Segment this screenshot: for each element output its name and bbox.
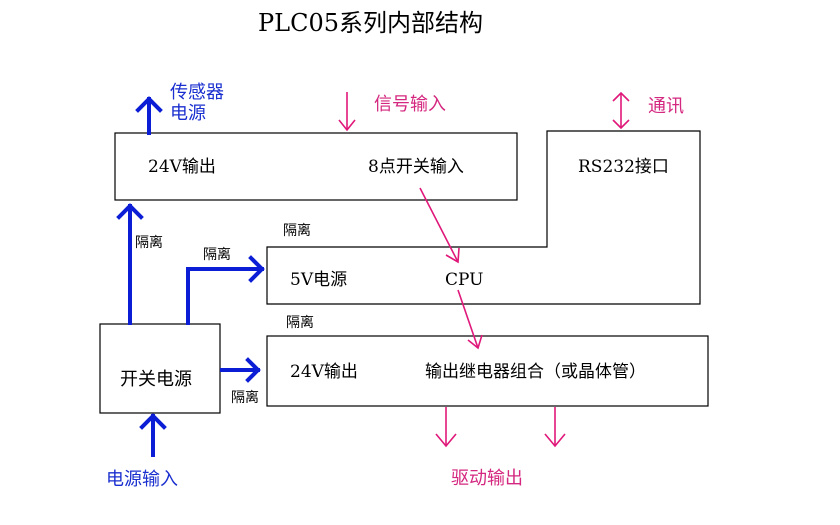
rs232-label: RS232接口 (578, 157, 669, 177)
eight-point-input-label: 8点开关输入 (368, 157, 464, 177)
diagram-title: PLC05系列内部结构 (258, 9, 483, 37)
isolation-label-left-vertical: 隔离 (135, 234, 163, 251)
switch-psu-label: 开关电源 (120, 369, 192, 390)
out-24v-label: 24V输出 (290, 362, 358, 382)
isolation-label-to-5v: 隔离 (203, 246, 231, 263)
pink-arrows (338, 91, 630, 448)
isolation-label-output-block: 隔离 (286, 314, 314, 331)
output-module-box (266, 335, 709, 407)
supply-5v-label: 5V电源 (290, 270, 347, 290)
sensor-power-label-line1: 传感器 (170, 82, 224, 103)
blue-arrows (116, 96, 265, 457)
isolation-label-bottom-left: 隔离 (231, 389, 259, 406)
cpu-label: CPU (445, 270, 483, 290)
top-24v-output-label: 24V输出 (148, 157, 216, 177)
cpu-rs232-box (266, 130, 701, 305)
sensor-power-label-line2: 电源 (170, 103, 206, 124)
input-module-box (114, 132, 518, 201)
isolation-label-top-mid: 隔离 (283, 222, 311, 239)
signal-input-label: 信号输入 (374, 94, 446, 115)
drive-output-label: 驱动输出 (451, 468, 523, 489)
comm-label: 通讯 (648, 96, 684, 117)
relay-combo-label: 输出继电器组合（或晶体管） (425, 362, 646, 382)
power-input-label: 电源输入 (106, 469, 178, 490)
